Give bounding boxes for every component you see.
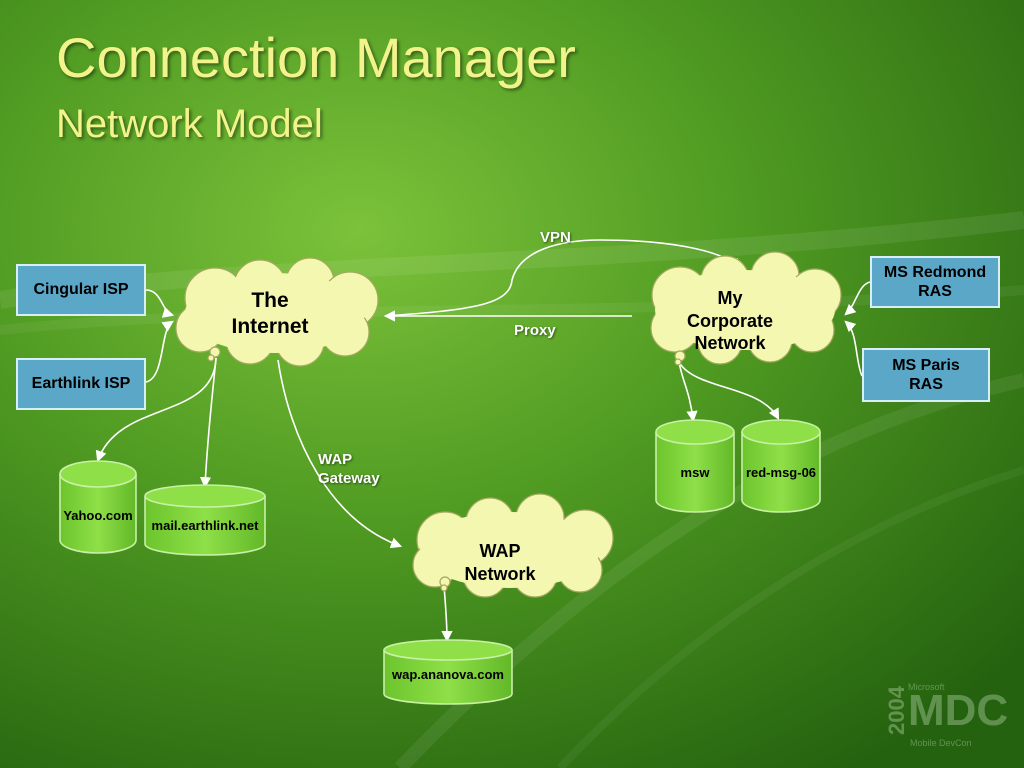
yahoo-cylinder [59,460,137,554]
wap-network-label: WAP Network [440,540,560,585]
edge-redmond-corporate [844,281,871,316]
corporate-label-line3: Network [694,333,766,353]
edge-earthlink-internet [145,320,174,383]
ms-redmond-ras-box: MS Redmond RAS [870,256,1000,308]
wap-ananova-cylinder [383,639,513,705]
msw-cylinder [655,419,735,513]
ms-redmond-ras-line2: RAS [918,283,952,300]
mail-earthlink-cylinder [144,484,266,556]
ms-redmond-ras-line1: MS Redmond [883,263,987,281]
cingular-isp-box: Cingular ISP [16,264,146,316]
logo-year: 2004 [884,686,909,735]
msw-label: msw [680,465,710,480]
ms-paris-ras-line2: RAS [909,376,943,393]
edge-internet-wap-network [277,359,403,549]
edge-corporate-redmsg [678,361,780,420]
wap-gateway-line1: WAP [318,451,353,468]
internet-label: The Internet [205,288,335,341]
logo-top-text: Microsoft [908,682,945,692]
edge-paris-corporate [844,320,863,377]
cingular-isp-label: Cingular ISP [33,281,129,299]
mdc-logo: 2004 Microsoft MDC Mobile DevCon [884,680,1024,768]
logo-bottom-text: Mobile DevCon [910,738,972,748]
edge-internet-yahoo [95,357,217,463]
red-msg-label: red-msg-06 [745,465,817,480]
edge-wap-network-ananova [441,585,453,643]
wap-gateway-label: WAP Gateway [318,451,380,489]
corporate-cloud [650,251,842,366]
vpn-label: VPN [540,229,571,246]
internet-label-line1: The [251,289,289,312]
proxy-label: Proxy [514,322,556,339]
edge-vpn [384,239,742,317]
edge-corporate-msw [678,361,698,423]
slide-title: Connection Manager [56,26,576,89]
wap-gateway-line2: Gateway [318,469,380,487]
edge-internet-mail [199,357,217,489]
wap-ananova-label: wap.ananova.com [392,667,504,682]
wap-network-label-line2: Network [464,563,536,584]
corporate-label-line2: Corporate [686,310,773,331]
red-msg-cylinder [741,419,821,513]
wap-cloud [412,493,614,598]
mail-earthlink-label: mail.earthlink.net [151,518,259,533]
yahoo-label: Yahoo.com [63,508,133,523]
edge-cingular-internet [145,289,175,318]
logo-name: MDC [908,686,1009,735]
slide-subtitle: Network Model [56,102,323,146]
internet-label-line2: Internet [231,315,309,339]
earthlink-isp-box: Earthlink ISP [16,358,146,410]
ms-paris-ras-box: MS Paris RAS [862,348,990,402]
internet-cloud [175,257,379,367]
earthlink-isp-label: Earthlink ISP [31,375,131,393]
corporate-label-line1: My [717,288,743,308]
ms-paris-ras-line1: MS Paris [892,356,960,374]
wap-network-label-line1: WAP [479,541,521,561]
corporate-network-label: My Corporate Network [670,287,790,355]
